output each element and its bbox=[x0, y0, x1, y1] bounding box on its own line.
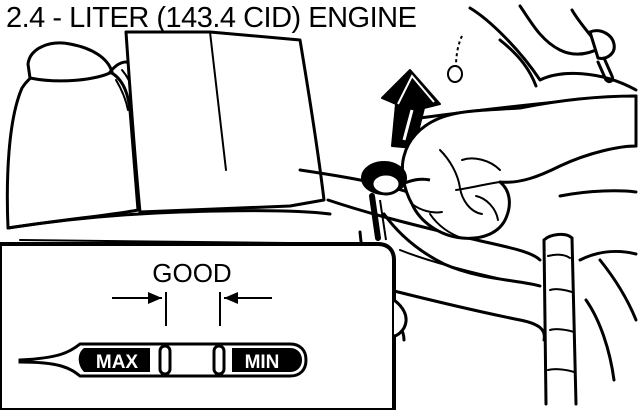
max-mark bbox=[158, 344, 172, 376]
up-arrow-icon bbox=[381, 69, 441, 149]
oil-fill-cap bbox=[447, 65, 463, 83]
dipstick-max-band bbox=[78, 348, 150, 372]
hand bbox=[400, 94, 638, 240]
leader-line bbox=[455, 35, 463, 67]
max-label: MAX bbox=[96, 352, 139, 373]
dipstick-detail-inset: GOOD MAX MIN bbox=[0, 242, 408, 410]
good-label: GOOD bbox=[152, 258, 231, 288]
dipstick-handle bbox=[361, 161, 431, 241]
diagram-title: 2.4 - LITER (143.4 CID) ENGINE bbox=[6, 2, 417, 34]
right-arrow-icon bbox=[224, 292, 238, 304]
engine-background bbox=[5, 4, 638, 406]
left-arrow-icon bbox=[148, 292, 162, 304]
min-mark bbox=[212, 344, 226, 376]
dipstick-min-band bbox=[232, 348, 302, 372]
min-label: MIN bbox=[245, 352, 280, 373]
